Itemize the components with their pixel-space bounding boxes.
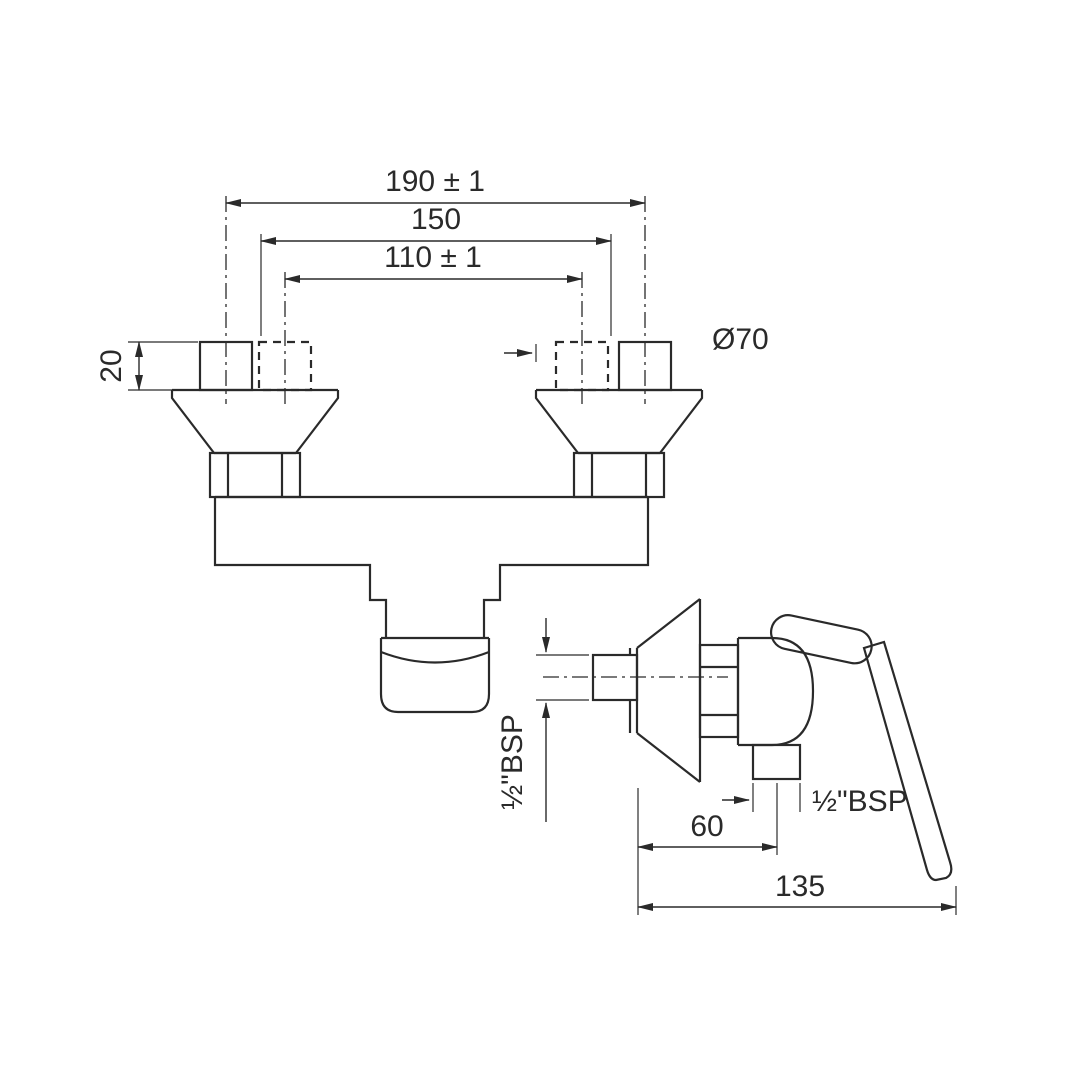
dim-bsp-outlet-label: ½"BSP [812, 785, 908, 818]
outlet-cup [379, 636, 491, 714]
front-view-outline [170, 196, 704, 714]
dim-20-label: 20 [95, 349, 128, 382]
lever-cap [769, 614, 873, 665]
side-valve-body [736, 636, 815, 747]
dim-150-label: 150 [411, 203, 461, 236]
left-escutcheon [170, 388, 340, 499]
dim-bsp-inlet-label: ½"BSP [496, 714, 529, 810]
dim-190-label: 190 ± 1 [385, 165, 485, 198]
right-escutcheon [534, 388, 704, 499]
lever-handle [862, 640, 953, 882]
side-view-dimensions: ½"BSP ½"BSP 60 135 [496, 618, 957, 915]
side-escutcheon [628, 598, 702, 783]
front-view-centerlines [225, 196, 646, 404]
bottom-outlet [751, 743, 802, 781]
side-view-outline [543, 598, 953, 882]
front-view-dimensions: 190 ± 1 150 110 ± 1 20 Ø70 [95, 165, 769, 391]
dim-135-label: 135 [775, 870, 825, 903]
dim-70-label: Ø70 [712, 323, 769, 356]
dim-60-label: 60 [690, 810, 723, 843]
side-hex-nut [698, 643, 740, 739]
mixer-body [213, 495, 650, 638]
dim-110-label: 110 ± 1 [384, 241, 482, 274]
